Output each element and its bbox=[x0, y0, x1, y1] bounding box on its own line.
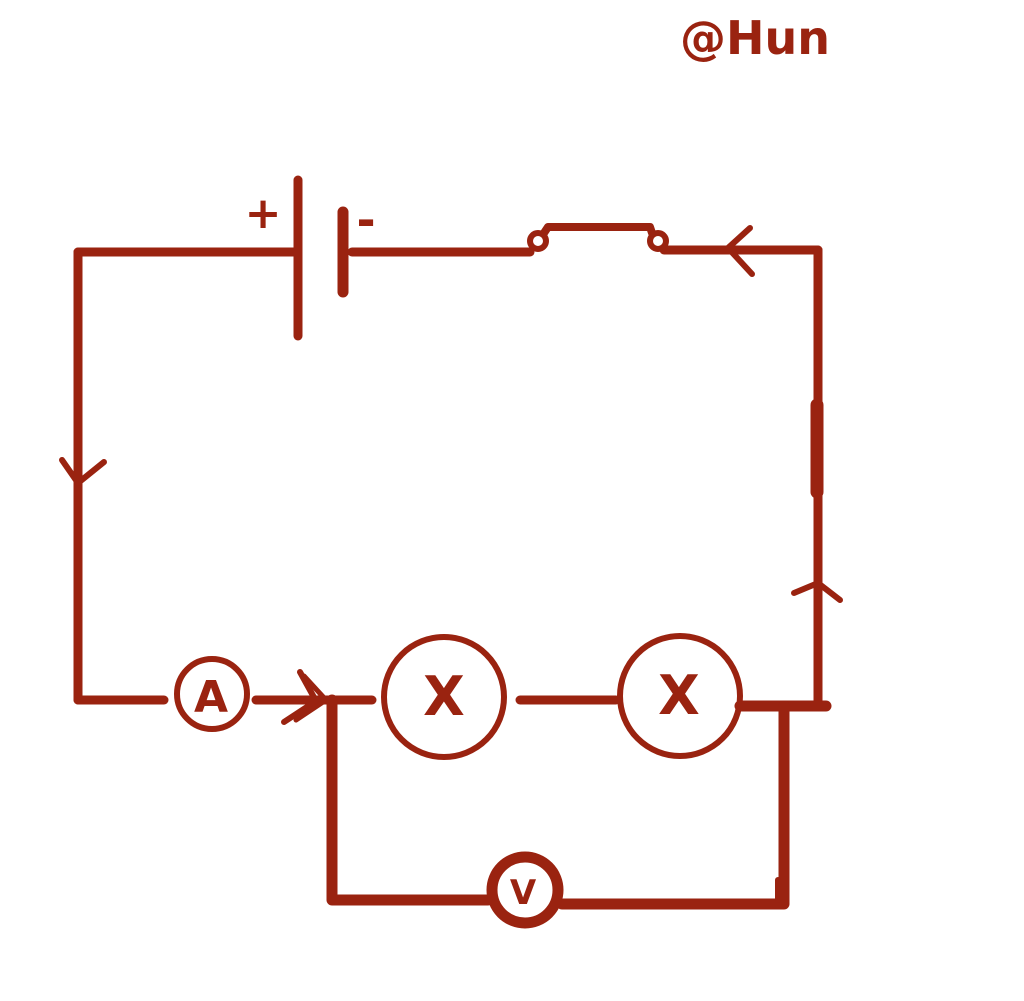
wire-voltmeter-branch-left bbox=[326, 694, 494, 906]
wire-arrow-tail bbox=[293, 673, 329, 723]
ammeter-body bbox=[174, 656, 250, 732]
arrow-down-icon bbox=[59, 457, 107, 486]
ammeter-label: A bbox=[194, 672, 228, 723]
lamp-1-body bbox=[381, 634, 507, 760]
lamp-2: X bbox=[617, 633, 743, 759]
ammeter: A bbox=[174, 656, 250, 732]
arrow-left-icon bbox=[725, 225, 755, 277]
lamp-2-body bbox=[617, 633, 743, 759]
battery: + - bbox=[245, 175, 376, 341]
voltmeter-label: V bbox=[510, 873, 537, 913]
voltmeter-body bbox=[486, 851, 564, 929]
switch bbox=[527, 223, 669, 252]
switch-lever bbox=[540, 223, 656, 237]
switch-right-contact bbox=[647, 230, 669, 252]
lamp-2-label: X bbox=[658, 664, 700, 727]
lamp-1-label: X bbox=[423, 665, 465, 728]
battery-negative-label: - bbox=[356, 193, 375, 247]
lamp-1: X bbox=[381, 634, 507, 760]
switch-left-contact bbox=[527, 230, 549, 252]
battery-positive-label: + bbox=[245, 188, 282, 239]
arrow-right-icon bbox=[281, 669, 319, 725]
wire-voltmeter-branch-right bbox=[556, 700, 790, 910]
arrow-up-icon bbox=[791, 580, 843, 603]
voltmeter: V bbox=[486, 851, 564, 929]
watermark-text: @Hun bbox=[680, 11, 830, 65]
